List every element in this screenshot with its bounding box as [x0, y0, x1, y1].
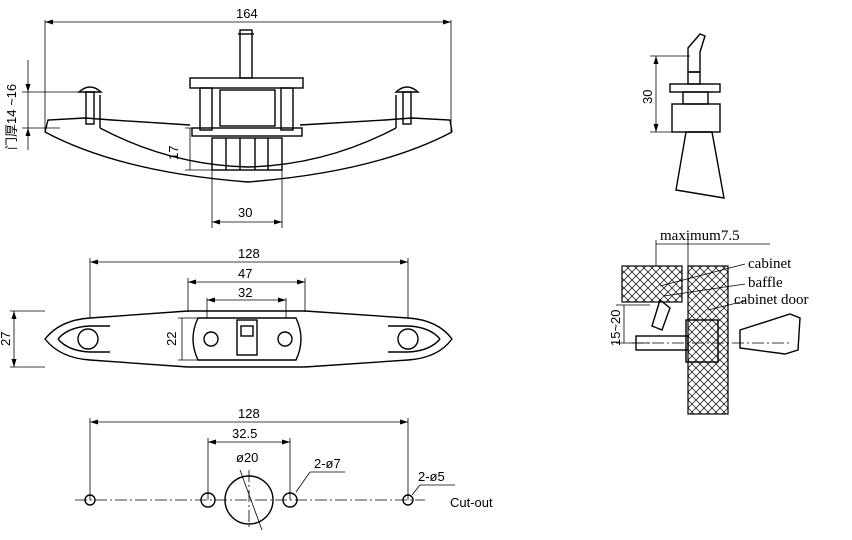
dim-overall-width: 164	[236, 6, 258, 21]
cutout-view: 128 32.5 ø20 2-ø7 2-ø5 Cut-out	[75, 406, 493, 531]
top-view: 128 47 32 27 22	[0, 246, 453, 368]
label-center-hole: ø20	[236, 450, 258, 465]
label-small-holes-b: 2-ø5	[418, 469, 445, 484]
dim-height-17: 17	[166, 146, 181, 160]
side-view: 30	[640, 33, 725, 199]
dim-side-height: 30	[640, 90, 655, 104]
dim-inner-width: 32	[238, 285, 252, 300]
callout-cabinet-door: cabinet door	[734, 292, 809, 308]
dim-door-thickness: 门厚14 ~16	[4, 84, 19, 150]
label-small-holes-a: 2-ø7	[314, 456, 341, 471]
dim-hole-spacing: 128	[238, 406, 260, 421]
cutout-caption: Cut-out	[450, 495, 493, 510]
dim-plate-width: 47	[238, 266, 252, 281]
dim-center-spacing: 32.5	[232, 426, 257, 441]
callout-cabinet: cabinet	[748, 256, 792, 272]
section-view: maximum7.5 15~20 cabinet baffle cabinet …	[608, 228, 809, 415]
front-view: 164 门厚14 ~16 17	[4, 6, 453, 228]
dim-overall-length: 128	[238, 246, 260, 261]
dim-base-width: 30	[238, 205, 252, 220]
dim-range: 15~20	[608, 309, 623, 346]
dim-inner-height: 22	[164, 332, 179, 346]
dim-height: 27	[0, 332, 13, 346]
label-maximum: maximum7.5	[660, 228, 740, 244]
callout-baffle: baffle	[748, 275, 783, 291]
